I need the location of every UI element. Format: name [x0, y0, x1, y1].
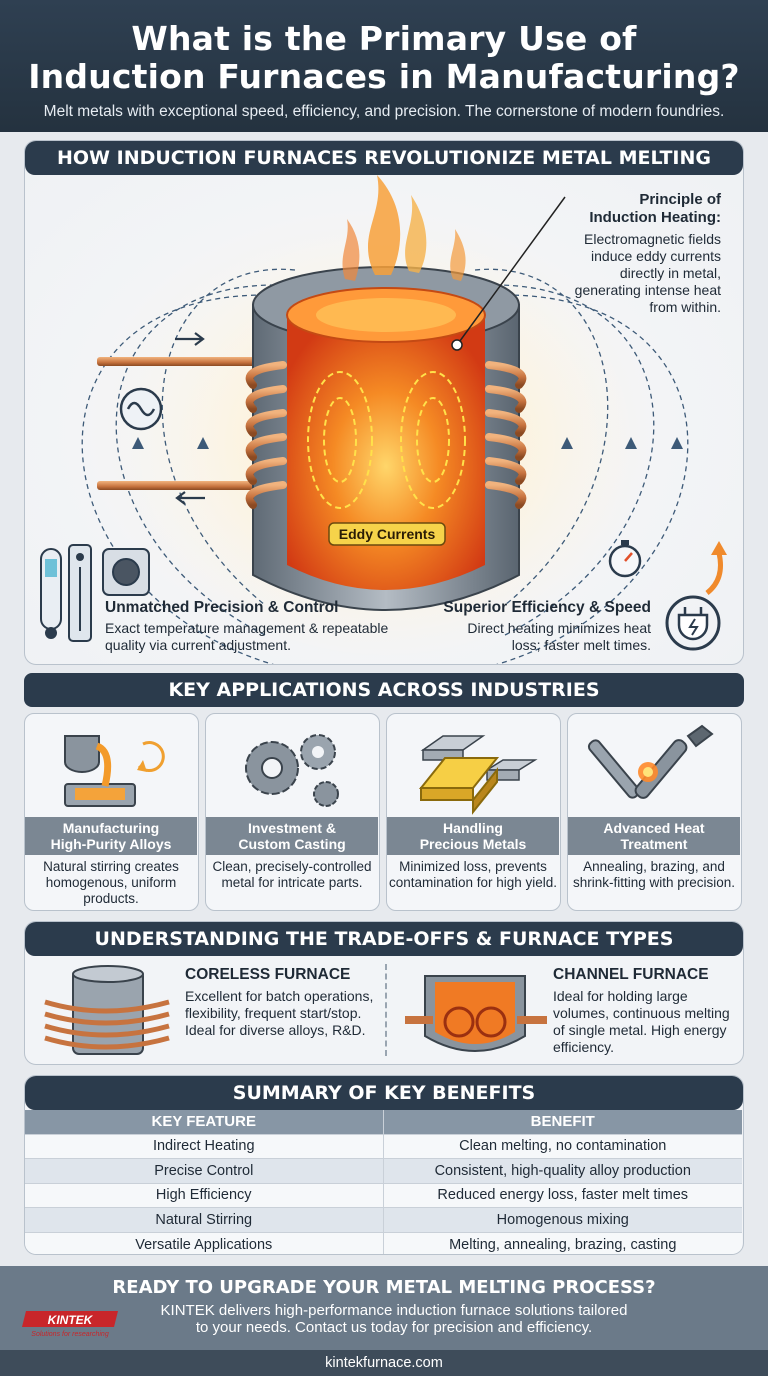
- channel-title: CHANNEL FURNACE: [553, 966, 709, 983]
- thermometer-icon: [40, 548, 62, 639]
- precision-feature: Unmatched Precision & Control Exact temp…: [105, 599, 395, 654]
- page-header: What is the Primary Use of Induction Fur…: [0, 0, 768, 132]
- app-caption-line-2: Precious Metals: [419, 836, 527, 852]
- flame-icon: [342, 175, 466, 281]
- efficiency-title: Superior Efficiency & Speed: [443, 599, 651, 616]
- channel-furnace-info: CHANNEL FURNACE Ideal for holding large …: [553, 966, 738, 1056]
- gauge-panel-icon: [68, 544, 92, 642]
- control-knob-icon: [102, 548, 150, 596]
- app-caption-line-1: Manufacturing: [62, 820, 160, 836]
- app-caption-alloys: Manufacturing High-Purity Alloys: [25, 817, 197, 855]
- table-row: High Efficiency Reduced energy loss, fas…: [25, 1182, 742, 1208]
- induction-coil: [245, 361, 527, 509]
- gears-icon: [245, 734, 339, 807]
- app-caption-precious: Handling Precious Metals: [387, 817, 559, 855]
- table-row: Indirect Heating Clean melting, no conta…: [25, 1133, 742, 1159]
- website-link[interactable]: kintekfurnace.com: [325, 1355, 443, 1371]
- stopwatch-icon: [608, 540, 642, 578]
- precision-text: Exact temperature management & repeatabl…: [105, 620, 389, 653]
- principle-title-line-1: Principle of: [639, 191, 721, 208]
- app-card-precious: Handling Precious Metals Minimized loss,…: [386, 713, 561, 911]
- feature-cell: Precise Control: [25, 1158, 384, 1184]
- app-caption-line-2: High-Purity Alloys: [50, 836, 172, 852]
- cta-text-line-1: KINTEK delivers high-performance inducti…: [160, 1302, 628, 1319]
- app-desc-casting: Clean, precisely-controlled metal for in…: [212, 859, 372, 890]
- magnetic-field-lines: [81, 268, 689, 664]
- cta-title: READY TO UPGRADE YOUR METAL MELTING PROC…: [112, 1277, 656, 1298]
- column-header-feature: KEY FEATURE: [25, 1110, 384, 1134]
- channel-furnace-icon: [405, 975, 547, 1052]
- feature-cell: High Efficiency: [25, 1182, 384, 1208]
- call-to-action: READY TO UPGRADE YOUR METAL MELTING PROC…: [0, 1266, 768, 1350]
- furnace-types-section: UNDERSTANDING THE TRADE-OFFS & FURNACE T…: [24, 921, 744, 1065]
- summary-table: KEY FEATURE BENEFIT Indirect Heating Cle…: [25, 1110, 742, 1254]
- benefit-cell: Homogenous mixing: [383, 1207, 742, 1233]
- eddy-current-loops: [307, 371, 466, 509]
- principle-text: Electromagnetic fields induce eddy curre…: [574, 231, 721, 315]
- power-plug-icon: [665, 541, 727, 651]
- cta-text-line-2: to your needs. Contact us today for prec…: [195, 1319, 593, 1336]
- induction-furnace-illustration: Eddy Currents: [40, 175, 727, 664]
- precision-title: Unmatched Precision & Control: [105, 599, 339, 616]
- feature-cell: Versatile Applications: [25, 1231, 384, 1254]
- coreless-title: CORELESS FURNACE: [185, 966, 351, 983]
- page-subtitle: Melt metals with exceptional speed, effi…: [43, 103, 725, 120]
- app-caption-line-1: Investment &: [248, 820, 336, 836]
- gold-bars-icon: [418, 735, 538, 815]
- app-desc-precious: Minimized loss, prevents contamination f…: [388, 859, 558, 890]
- divider: [385, 964, 387, 1056]
- page-title: What is the Primary Use of Induction Fur…: [0, 0, 768, 96]
- column-header-benefit: BENEFIT: [383, 1110, 742, 1134]
- title-line-1: What is the Primary Use of: [131, 19, 637, 58]
- channel-text: Ideal for holding large volumes, continu…: [553, 988, 730, 1055]
- benefit-cell: Melting, annealing, brazing, casting: [383, 1231, 742, 1254]
- svg-text:KINTEK: KINTEK: [48, 1313, 94, 1327]
- how-section-title: HOW INDUCTION FURNACES REVOLUTIONIZE MET…: [25, 141, 743, 175]
- summary-title: SUMMARY OF KEY BENEFITS: [25, 1076, 743, 1110]
- coreless-furnace-icon: [44, 965, 170, 1055]
- benefit-cell: Consistent, high-quality alloy productio…: [383, 1158, 742, 1184]
- app-desc-heat: Annealing, brazing, and shrink-fitting w…: [572, 859, 736, 890]
- furnace-types-title: UNDERSTANDING THE TRADE-OFFS & FURNACE T…: [25, 922, 743, 956]
- table-row: Precise Control Consistent, high-quality…: [25, 1158, 742, 1184]
- table-row: Versatile Applications Melting, annealin…: [25, 1231, 742, 1254]
- app-card-casting: Investment & Custom Casting Clean, preci…: [205, 713, 380, 911]
- table-row: Natural Stirring Homogenous mixing: [25, 1207, 742, 1233]
- welding-torch-icon: [587, 724, 714, 799]
- principle-callout: Principle of Induction Heating: Electrom…: [551, 191, 721, 316]
- svg-text:Solutions for researching: Solutions for researching: [31, 1331, 109, 1338]
- app-card-heat-treatment: Advanced Heat Treatment Annealing, brazi…: [567, 713, 742, 911]
- pouring-ladle-icon: [64, 735, 165, 807]
- app-card-alloys: Manufacturing High-Purity Alloys Natural…: [24, 713, 199, 911]
- summary-section: SUMMARY OF KEY BENEFITS KEY FEATURE BENE…: [24, 1075, 744, 1255]
- benefit-cell: Reduced energy loss, faster melt times: [383, 1182, 742, 1208]
- app-caption-line-1: Handling: [443, 820, 503, 836]
- cta-text: KINTEK delivers high-performance inducti…: [0, 1302, 768, 1336]
- coreless-furnace-info: CORELESS FURNACE Excellent for batch ope…: [185, 966, 385, 1039]
- efficiency-text: Direct heating minimizes heat loss; fast…: [467, 620, 651, 653]
- feature-cell: Natural Stirring: [25, 1207, 384, 1233]
- feature-cell: Indirect Heating: [25, 1133, 384, 1159]
- app-caption-line-2: Treatment: [620, 836, 688, 852]
- ac-source-icon: [119, 387, 163, 431]
- kintek-logo[interactable]: KINTEK Solutions for researching: [22, 1309, 122, 1339]
- principle-title-line-2: Induction Heating:: [589, 209, 721, 226]
- applications-section-title: KEY APPLICATIONS ACROSS INDUSTRIES: [24, 673, 744, 707]
- benefit-cell: Clean melting, no contamination: [383, 1133, 742, 1159]
- footer: kintekfurnace.com: [0, 1350, 768, 1376]
- how-section: HOW INDUCTION FURNACES REVOLUTIONIZE MET…: [24, 140, 744, 665]
- coreless-text: Excellent for batch operations, flexibil…: [185, 988, 374, 1038]
- app-caption-casting: Investment & Custom Casting: [206, 817, 378, 855]
- applications-grid: Manufacturing High-Purity Alloys Natural…: [24, 713, 744, 913]
- principle-title: Principle of Induction Heating:: [551, 191, 721, 227]
- app-caption-line-2: Custom Casting: [238, 836, 346, 852]
- efficiency-feature: Superior Efficiency & Speed Direct heati…: [436, 599, 651, 654]
- title-line-2: Induction Furnaces in Manufacturing?: [28, 57, 740, 96]
- app-caption-line-1: Advanced Heat: [603, 820, 705, 836]
- app-desc-alloys: Natural stirring creates homogenous, uni…: [43, 859, 179, 906]
- applications-section: KEY APPLICATIONS ACROSS INDUSTRIES Manuf…: [24, 673, 744, 913]
- app-caption-heat: Advanced Heat Treatment: [568, 817, 740, 855]
- eddy-currents-label: Eddy Currents: [339, 526, 436, 542]
